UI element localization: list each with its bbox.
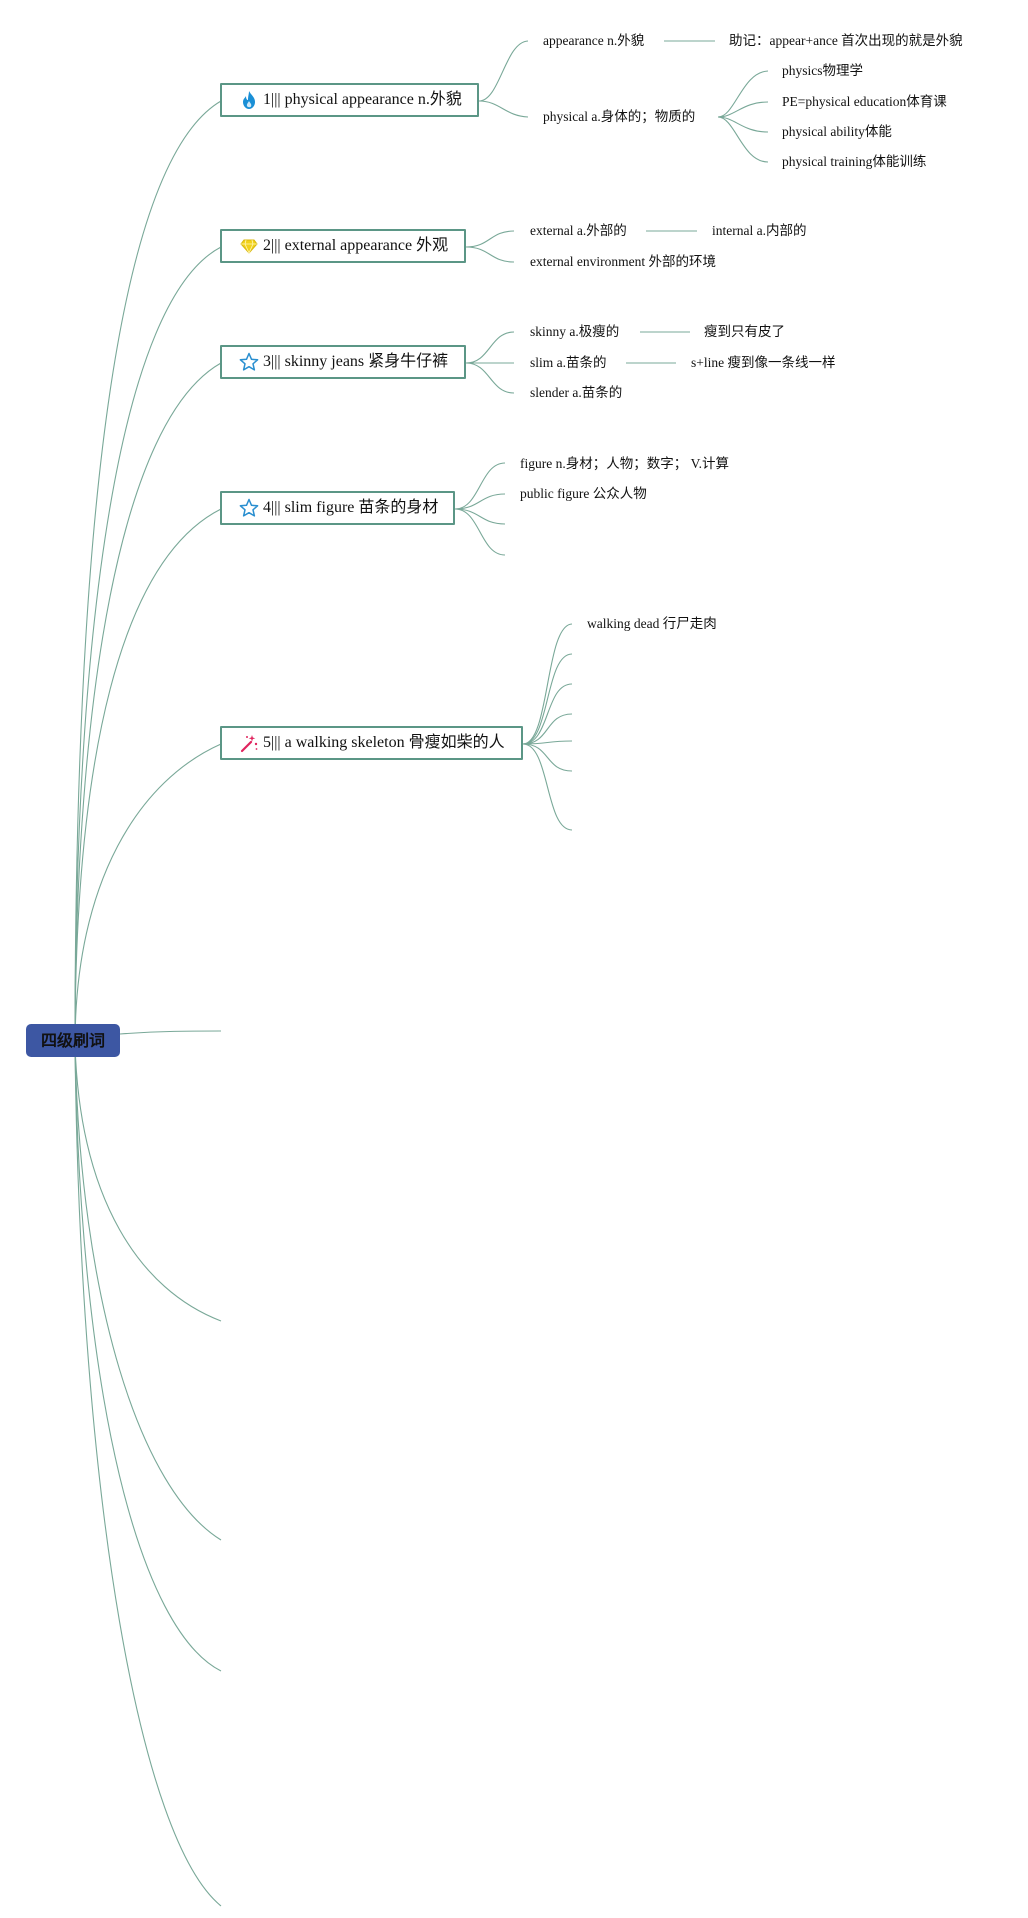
leaf-slim[interactable]: slim a.苗条的 xyxy=(530,355,607,370)
leaf-skinny-note[interactable]: 瘦到只有皮了 xyxy=(704,324,785,339)
topic-node-2[interactable]: 2||| external appearance 外观 xyxy=(220,229,466,263)
topic-node-4[interactable]: 4||| slim figure 苗条的身材 xyxy=(220,491,455,525)
topic-node-1[interactable]: 1||| physical appearance n.外貌 xyxy=(220,83,479,117)
star-icon xyxy=(239,352,259,372)
topic-node-3[interactable]: 3||| skinny jeans 紧身牛仔裤 xyxy=(220,345,466,379)
root-node[interactable]: 四级刷词 xyxy=(26,1024,120,1057)
leaf-physics[interactable]: physics物理学 xyxy=(782,63,863,78)
topic-node-5[interactable]: 5||| a walking skeleton 骨瘦如柴的人 xyxy=(220,726,523,760)
magic-wand-icon xyxy=(239,733,259,753)
leaf-physical[interactable]: physical a.身体的；物质的 xyxy=(543,109,696,124)
diamond-icon xyxy=(239,236,259,256)
topic-label: 3||| skinny jeans 紧身牛仔裤 xyxy=(263,353,449,370)
leaf-internal[interactable]: internal a.内部的 xyxy=(712,223,807,238)
fire-icon xyxy=(239,90,259,110)
leaf-external[interactable]: external a.外部的 xyxy=(530,223,627,238)
topic-label: 5||| a walking skeleton 骨瘦如柴的人 xyxy=(263,734,505,751)
topic-label: 4||| slim figure 苗条的身材 xyxy=(263,499,439,516)
leaf-slim-note[interactable]: s+line 瘦到像一条线一样 xyxy=(691,355,836,370)
topic-label: 2||| external appearance 外观 xyxy=(263,237,449,254)
leaf-appearance[interactable]: appearance n.外貌 xyxy=(543,33,645,48)
leaf-appearance-note[interactable]: 助记：appear+ance 首次出现的就是外貌 xyxy=(729,33,963,48)
leaf-public-figure[interactable]: public figure 公众人物 xyxy=(520,486,647,501)
leaf-skinny[interactable]: skinny a.极瘦的 xyxy=(530,324,620,339)
root-label: 四级刷词 xyxy=(40,1031,105,1050)
leaf-external-environment[interactable]: external environment 外部的环境 xyxy=(530,254,716,269)
leaf-figure[interactable]: figure n.身材；人物；数字； V.计算 xyxy=(520,456,729,471)
leaf-physical-ability[interactable]: physical ability体能 xyxy=(782,124,892,139)
topic-label: 1||| physical appearance n.外貌 xyxy=(263,91,462,108)
leaf-walking-dead[interactable]: walking dead 行尸走肉 xyxy=(587,616,717,631)
star-icon xyxy=(239,498,259,518)
leaf-pe[interactable]: PE=physical education体育课 xyxy=(782,94,947,109)
leaf-slender[interactable]: slender a.苗条的 xyxy=(530,385,623,400)
leaf-physical-training[interactable]: physical training体能训练 xyxy=(782,154,927,169)
